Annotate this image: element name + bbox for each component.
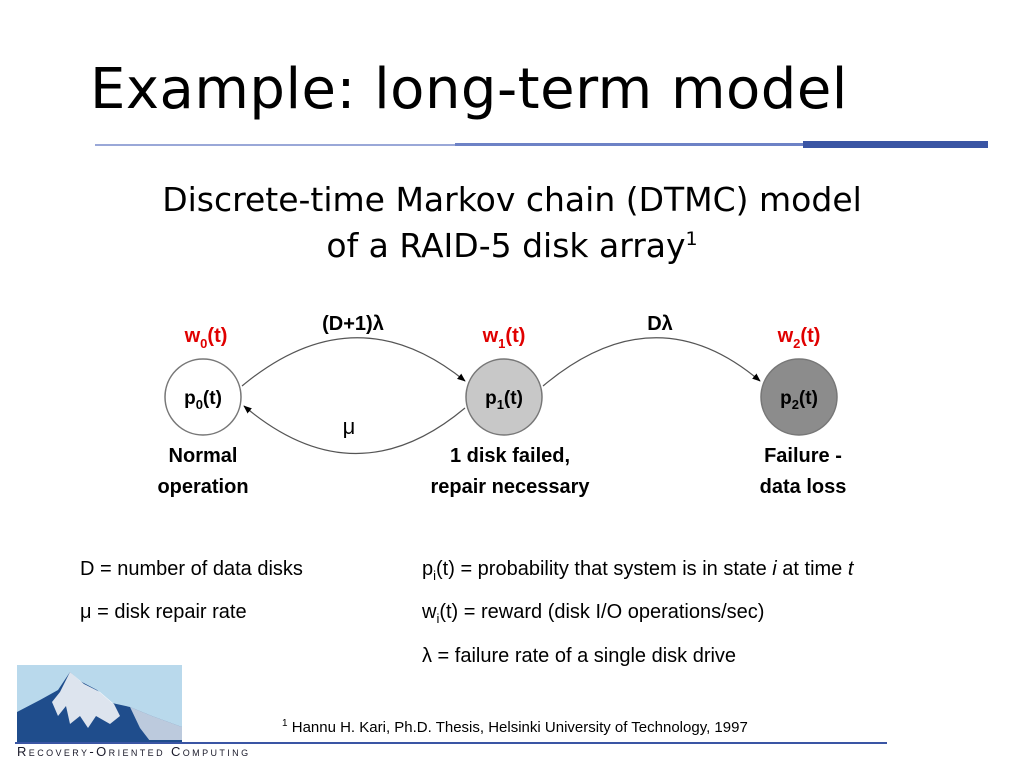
subtitle-text: of a RAID-5 disk array: [326, 226, 686, 265]
title-rule-accent: [455, 143, 803, 146]
state-description-1-line-2: repair necessary: [430, 476, 590, 498]
state-label-2: p2(t): [780, 388, 818, 412]
state-description-0-line-2: operation: [157, 476, 248, 498]
transition-label-mu: μ: [343, 414, 356, 439]
definition-mu: μ = disk repair rate: [80, 601, 247, 623]
state-node-2: [760, 358, 838, 436]
definition-p-italic-i: i: [772, 558, 777, 580]
definition-w: wi(t) = reward (disk I/O operations/sec): [422, 601, 764, 626]
roc-logo-text: Recovery-Oriented Computing: [17, 744, 251, 759]
definition-w-text: (t) = reward (disk I/O operations/sec): [439, 601, 765, 623]
transition-arc-0-1: [241, 337, 466, 387]
footer-rule: [15, 742, 887, 744]
state-node-1: [465, 358, 543, 436]
state-node-0: [164, 358, 242, 436]
reward-label-0: w0(t): [184, 325, 228, 351]
definition-p-subscript: i: [433, 568, 437, 583]
subtitle-line-2: of a RAID-5 disk array1: [0, 226, 1024, 266]
state-description-0-line-1: Normal: [169, 445, 238, 467]
footnote-text: Hannu H. Kari, Ph.D. Thesis, Helsinki Un…: [291, 719, 748, 736]
state-description-2-line-1: Failure -: [764, 445, 842, 467]
definition-p: pi(t) = probability that system is in st…: [422, 558, 853, 583]
reward-label-1: w1(t): [482, 325, 526, 351]
slide-title: Example: long-term model: [90, 57, 848, 122]
roc-logo-mountain-icon: [17, 665, 182, 742]
transition-label-d-lambda: Dλ: [647, 313, 673, 335]
state-label-1: p1(t): [485, 388, 523, 412]
transition-arc-1-2: [542, 337, 761, 387]
footnote: 1 Hannu H. Kari, Ph.D. Thesis, Helsinki …: [282, 718, 748, 736]
subtitle-line-1: Discrete-time Markov chain (DTMC) model: [162, 180, 862, 219]
definition-p-italic-t: t: [847, 558, 854, 580]
transition-label-d-plus-1-lambda: (D+1)λ: [322, 313, 384, 335]
definition-d: D = number of data disks: [80, 558, 303, 580]
state-description-1-line-1: 1 disk failed,: [450, 445, 570, 467]
state-description-2-line-2: data loss: [760, 476, 847, 498]
definition-p-text: (t) = probability that system is in stat…: [436, 558, 773, 580]
state-label-0: p0(t): [184, 388, 222, 412]
title-rule-bold: [803, 141, 988, 148]
definition-p-text-2: at time: [776, 558, 848, 580]
footnote-mark: 1: [282, 718, 288, 729]
definition-w-symbol: w: [422, 601, 437, 623]
transition-arc-1-0: [243, 405, 466, 454]
definition-w-subscript: i: [436, 611, 440, 626]
definition-p-symbol: p: [422, 558, 434, 580]
reward-label-2: w2(t): [777, 325, 821, 351]
subtitle-footnote-mark: 1: [685, 228, 698, 250]
definition-lambda: λ = failure rate of a single disk drive: [422, 645, 737, 667]
